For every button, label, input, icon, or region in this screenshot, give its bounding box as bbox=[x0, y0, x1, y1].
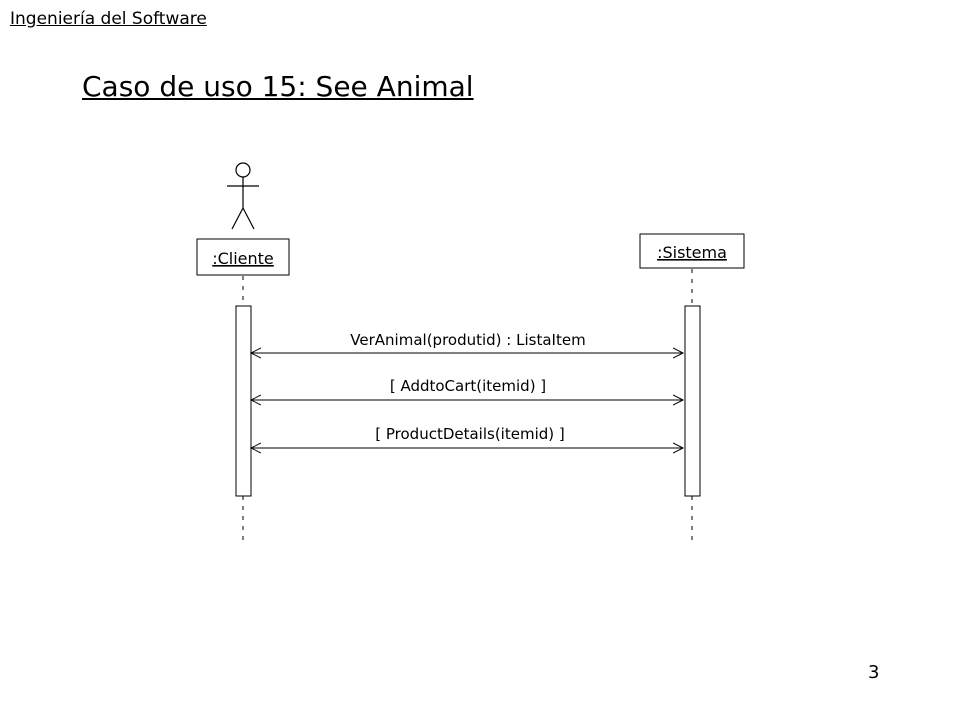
message-addtocart: [ AddtoCart(itemid) ] bbox=[251, 377, 683, 400]
message-productdetails: [ ProductDetails(itemid) ] bbox=[251, 425, 683, 448]
message-veranimal: VerAnimal(produtid) : ListaItem bbox=[251, 331, 683, 353]
message-label: [ ProductDetails(itemid) ] bbox=[375, 425, 564, 443]
object-cliente: :Cliente bbox=[196, 238, 290, 276]
message-label: [ AddtoCart(itemid) ] bbox=[390, 377, 546, 395]
object-sistema: :Sistema bbox=[639, 233, 745, 269]
activation-bar-cliente bbox=[235, 305, 252, 497]
stick-figure-icon bbox=[227, 162, 259, 230]
slide-title: Caso de uso 15: See Animal bbox=[82, 70, 474, 103]
object-sistema-label: :Sistema bbox=[657, 243, 727, 262]
page-number: 3 bbox=[868, 662, 880, 683]
object-cliente-label: :Cliente bbox=[212, 249, 274, 268]
activation-bar-sistema bbox=[684, 305, 701, 497]
message-label: VerAnimal(produtid) : ListaItem bbox=[350, 331, 585, 349]
course-title: Ingeniería del Software bbox=[10, 9, 207, 29]
